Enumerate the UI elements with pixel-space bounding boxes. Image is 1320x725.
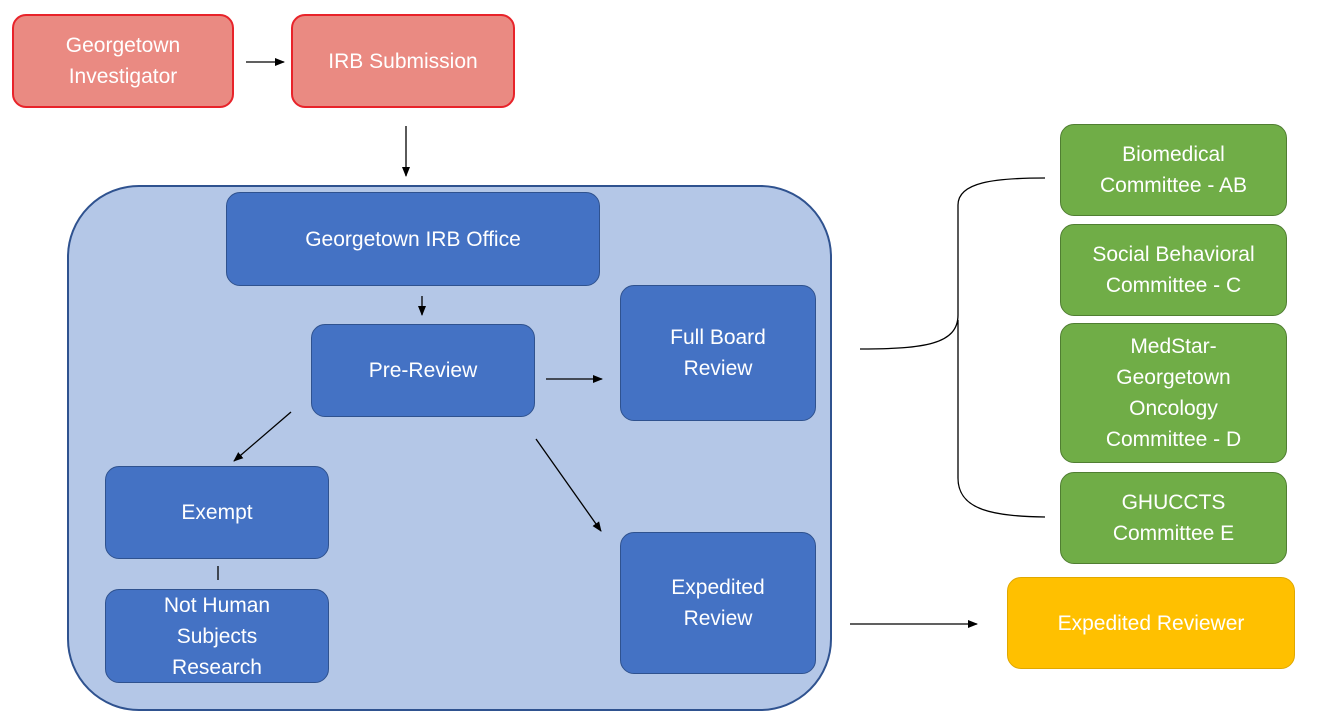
node-exempt: Exempt [105, 466, 329, 559]
node-label: Full Board Review [670, 326, 766, 380]
node-label: Expedited Review [671, 576, 765, 630]
node-expedited-reviewer: Expedited Reviewer [1007, 577, 1295, 669]
arrow-pre-review-to-exempt [233, 411, 292, 462]
node-georgetown-investigator: Georgetown Investigator [12, 14, 234, 108]
node-pre-review: Pre-Review [311, 324, 535, 417]
node-label: IRB Submission [328, 49, 478, 73]
node-label: Exempt [181, 501, 253, 524]
arrow-pre-review-to-expedited [535, 438, 602, 532]
node-label: Biomedical Committee - AB [1099, 143, 1248, 197]
node-expedited-review: Expedited Review [620, 532, 816, 674]
node-irb-submission: IRB Submission [291, 14, 515, 108]
node-georgetown-irb-office: Georgetown IRB Office [226, 192, 600, 286]
brace-full-board-to-committees [859, 177, 1046, 518]
node-label: Georgetown Investigator [65, 34, 181, 88]
node-social-behavioral-committee: Social Behavioral Committee - C [1060, 224, 1287, 316]
node-label: Expedited Reviewer [1057, 611, 1245, 635]
node-label: Georgetown IRB Office [305, 227, 521, 251]
node-label: Social Behavioral Committee - C [1092, 243, 1255, 297]
node-label: MedStar- Georgetown Oncology Committee -… [1105, 335, 1242, 451]
node-medstar-oncology-committee: MedStar- Georgetown Oncology Committee -… [1060, 323, 1287, 463]
node-label: Not Human Subjects Research [163, 593, 271, 679]
node-full-board-review: Full Board Review [620, 285, 816, 421]
node-biomedical-committee: Biomedical Committee - AB [1060, 124, 1287, 216]
node-label: GHUCCTS Committee E [1112, 491, 1235, 545]
node-ghuccts-committee: GHUCCTS Committee E [1060, 472, 1287, 564]
node-not-human-subjects-research: Not Human Subjects Research [105, 589, 329, 683]
node-label: Pre-Review [368, 359, 478, 382]
